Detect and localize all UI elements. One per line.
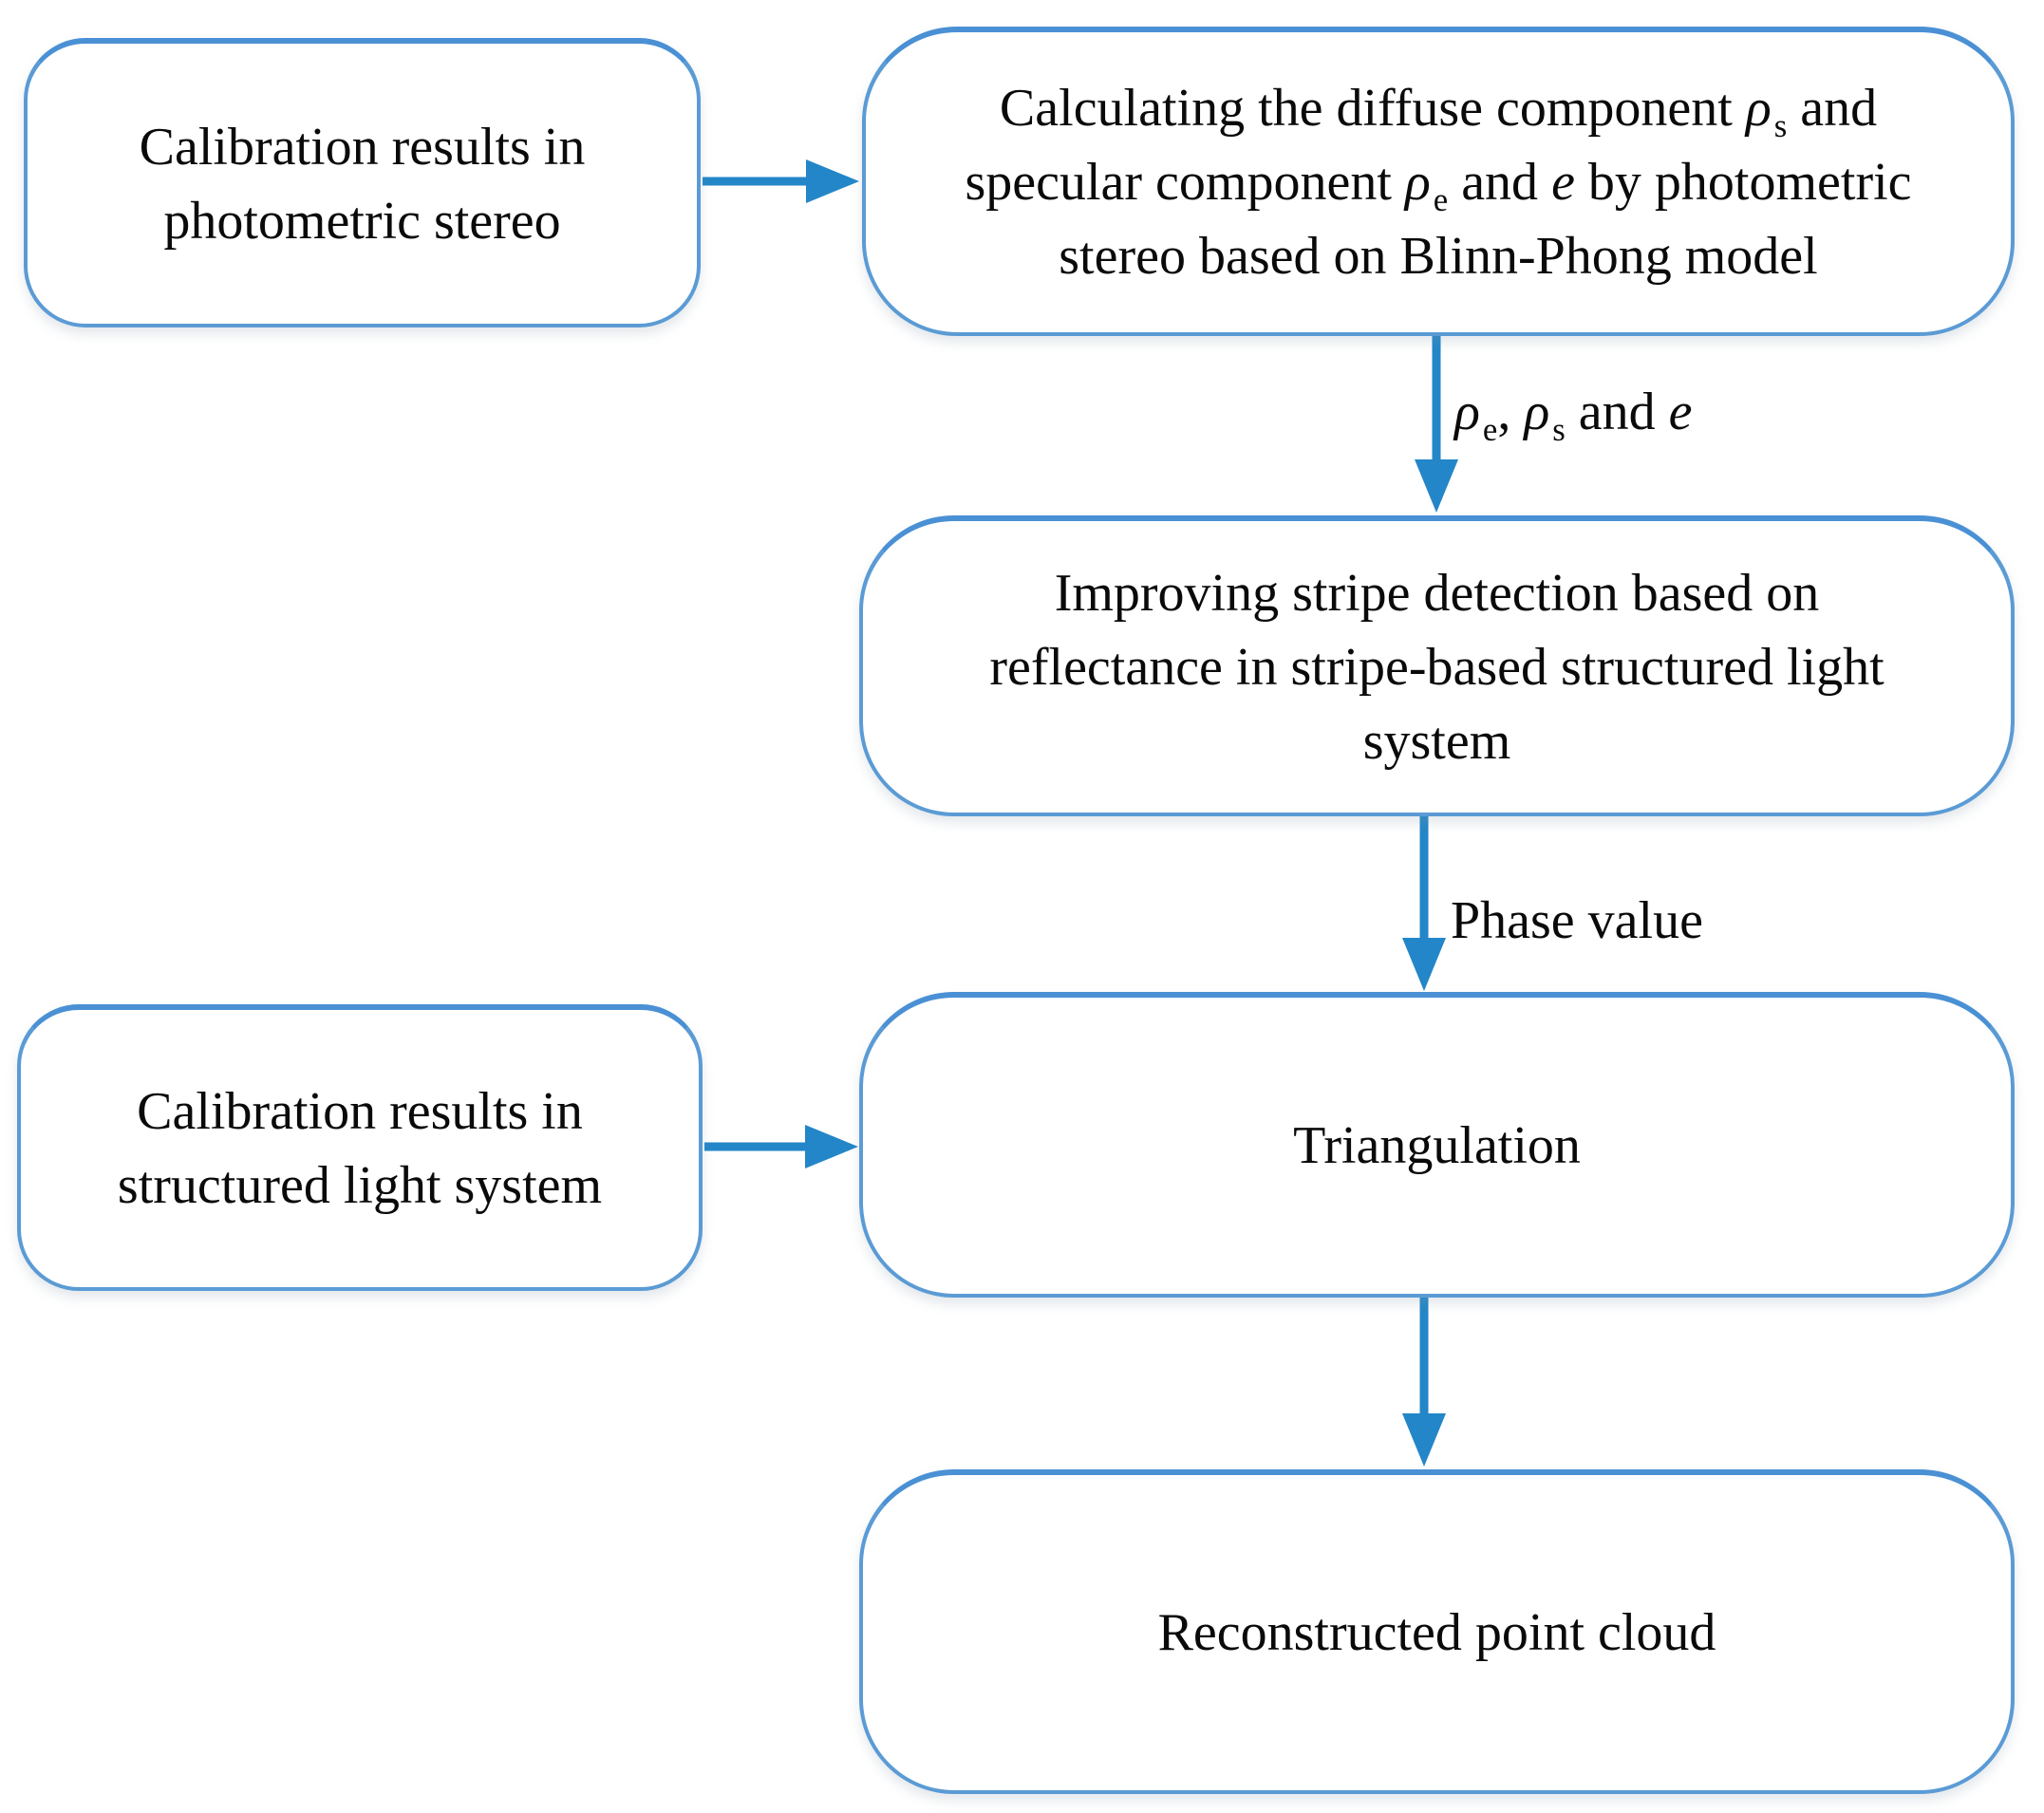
node-calibration-photometric-stereo: Calibration results in photometric stereo <box>24 38 701 327</box>
arrow-calibration-ps-to-calculating <box>703 159 859 203</box>
text-line: structured light system <box>117 1156 603 1215</box>
text-line: Calculating the diffuse component ρs and <box>999 79 1878 145</box>
text-line: Calibration results in <box>137 1082 583 1141</box>
node-triangulation: Triangulation <box>859 992 2015 1298</box>
text-line: system <box>1362 711 1511 771</box>
node-calibration-structured-light: Calibration results in structured light s… <box>17 1004 703 1291</box>
node-improving-stripe-detection: Improving stripe detection based on refle… <box>859 515 2015 816</box>
text-line: specular component ρe and e by photometr… <box>965 153 1912 219</box>
node-calculating-components: Calculating the diffuse component ρs and… <box>862 27 2015 336</box>
text-line: stereo based on Blinn-Phong model <box>1059 227 1818 286</box>
text-line: photometric stereo <box>163 191 561 251</box>
text-line: Triangulation <box>1293 1116 1581 1175</box>
text-line: Improving stripe detection based on <box>1054 563 1820 623</box>
arrow-improving-to-triangulation <box>1402 816 1446 991</box>
edge-label-rho-components: ρe, ρs and e <box>1454 383 1693 449</box>
node-reconstructed-point-cloud: Reconstructed point cloud <box>859 1469 2015 1794</box>
arrow-calculating-to-improving <box>1415 336 1458 513</box>
arrow-triangulation-to-point-cloud <box>1402 1298 1446 1467</box>
text-line: Reconstructed point cloud <box>1157 1603 1716 1662</box>
edge-label-phase-value: Phase value <box>1451 891 1703 950</box>
text-line: Calibration results in <box>139 117 586 177</box>
text-line: reflectance in stripe-based structured l… <box>989 637 1885 697</box>
arrow-calibration-sl-to-triangulation <box>704 1125 858 1168</box>
